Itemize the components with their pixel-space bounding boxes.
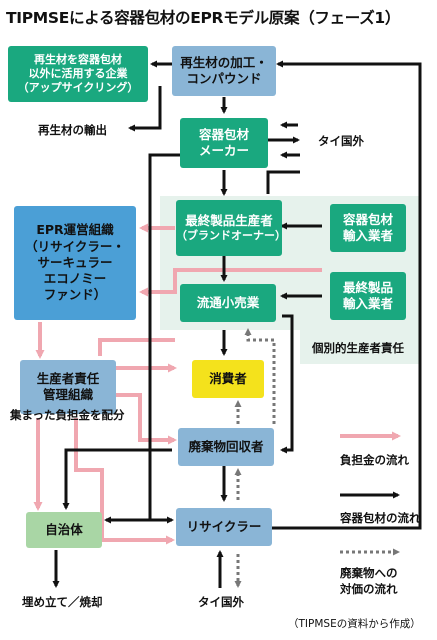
fee-arrow-pro-to-collector xyxy=(115,393,177,445)
page-title: TIPMSEによる容器包材のEPRモデル原案（フェーズ1） xyxy=(6,9,401,27)
municipality-box: 自治体 xyxy=(26,512,102,548)
recycler-box: リサイクラー xyxy=(176,508,272,546)
landfill-incineration-label: 埋め立て／焼却 xyxy=(22,595,103,609)
retailer-box: 流通小売業 xyxy=(180,284,276,322)
fee-arrow-pro-up xyxy=(98,338,175,356)
epr-organization-box: EPR運営組織 （リサイクラー・ サーキュラー エコノミー ファンド） xyxy=(14,206,136,320)
recycled-export-label: 再生材の輸出 xyxy=(38,123,107,137)
processing-compounding-box: 再生材の加工・ コンパウンド xyxy=(172,46,276,96)
packaging-maker-box: 容器包材 メーカー xyxy=(180,118,268,168)
waste-collector-box: 廃棄物回収者 xyxy=(178,428,274,466)
source-note: （TIPMSEの資料から作成） xyxy=(288,618,421,630)
upcycling-company-box: 再生材を容器包材 以外に活用する企業 （アップサイクリング） xyxy=(8,46,148,102)
outside-thailand-top-label: タイ国外 xyxy=(318,134,364,148)
product-importer-box: 最終製品 輸入業者 xyxy=(330,272,406,320)
consumer-box: 消費者 xyxy=(192,360,264,398)
legend-packaging-label: 容器包材の流れ xyxy=(340,511,421,525)
fee-arrow-pro-to-recycler xyxy=(74,418,175,545)
producer-responsibility-org-box: 生産者責任 管理組織 xyxy=(20,360,116,414)
packaging-importer-box: 容器包材 輸入業者 xyxy=(330,204,406,252)
legend-waste-value-label: 廃棄物への 対価の流れ xyxy=(340,566,398,596)
outside-thailand-bottom-label: タイ国外 xyxy=(198,595,244,609)
final-producer-box: 最終製品生産者 （ブランドオーナー） xyxy=(176,200,286,256)
distribute-fees-label: 集まった負担金を配分 xyxy=(10,408,125,422)
fee-arrow-importer-to-epr xyxy=(139,268,322,297)
individual-responsibility-label: 個別的生産者責任 xyxy=(312,341,404,355)
legend-fee-label: 負担金の流れ xyxy=(340,453,409,467)
individual-responsibility-region-lower xyxy=(300,330,420,364)
